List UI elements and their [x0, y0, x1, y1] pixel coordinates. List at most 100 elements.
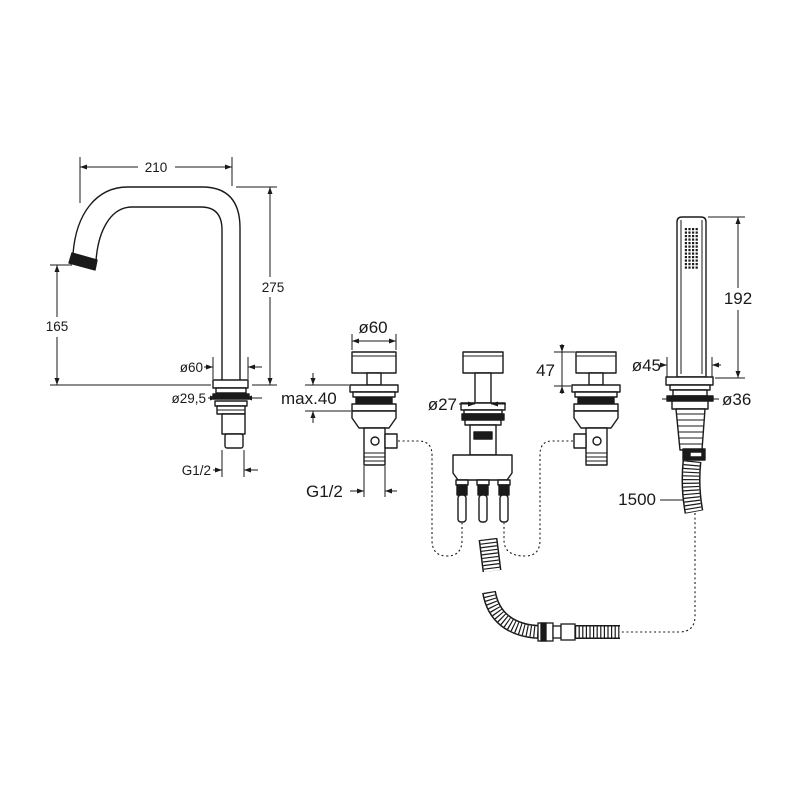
left-valve-washer	[355, 397, 393, 404]
dimension-arrow	[712, 362, 719, 368]
spray-nozzle	[695, 259, 698, 262]
spray-nozzle	[684, 249, 687, 252]
valve-handle-diameter-label: ø60	[358, 318, 387, 337]
valve-thread-label: G1/2	[306, 482, 343, 501]
spout-shank-end	[224, 433, 244, 449]
spray-nozzle	[688, 263, 691, 266]
shower-hose-continuation	[621, 513, 696, 633]
left-valve-flange	[349, 384, 399, 393]
spray-nozzle	[695, 245, 698, 248]
dimension-arrow	[735, 217, 741, 224]
left-valve-stem	[366, 372, 382, 386]
spout-thread-label: G1/2	[182, 463, 211, 478]
hand-shower-dimensions: 192 ø45 ø36 1500	[618, 216, 752, 509]
right-valve-dimensions: 47	[536, 344, 575, 394]
spray-nozzle	[695, 242, 698, 245]
dimension-arrow	[660, 362, 667, 368]
dimension-arrow	[267, 378, 273, 385]
shower-hose-hatch	[682, 460, 702, 514]
spray-nozzle	[692, 266, 695, 269]
spout-flange-diameter-label: ø60	[180, 360, 203, 375]
spray-nozzle	[684, 266, 687, 269]
spray-nozzle	[695, 228, 698, 231]
dimension-arrow	[310, 378, 316, 385]
hose-ring	[552, 625, 562, 639]
diverter-handle	[462, 351, 504, 374]
spray-nozzle	[684, 256, 687, 259]
spray-nozzle	[684, 238, 687, 241]
diverter-outlet-tube	[478, 494, 488, 523]
dimension-arrow	[468, 401, 475, 407]
diverter-outlet-collar	[497, 479, 511, 486]
hand-shower-length-label: 192	[724, 289, 752, 308]
spray-nozzle	[692, 245, 695, 248]
diverter-dimensions: ø27	[428, 395, 506, 414]
dimension-arrow	[385, 488, 392, 494]
hose-fitting-fill	[480, 538, 500, 572]
left-valve-ring	[352, 391, 396, 398]
right-valve	[571, 351, 621, 466]
spray-nozzle	[688, 249, 691, 252]
dimension-arrow	[54, 265, 60, 272]
left-valve-nut	[351, 403, 397, 412]
dimension-arrow	[669, 396, 676, 402]
spray-nozzle	[692, 235, 695, 238]
spray-nozzle	[684, 245, 687, 248]
right-valve-body	[573, 410, 619, 429]
right-valve-ring	[574, 391, 618, 398]
dimension-arrow	[245, 395, 252, 401]
hose-nut	[560, 623, 576, 641]
deck-thickness-label: max.40	[281, 389, 337, 408]
left-valve	[349, 351, 399, 466]
spray-nozzle	[688, 245, 691, 248]
spray-nozzle	[695, 235, 698, 238]
left-valve-body	[351, 410, 397, 429]
spout-outlet	[68, 252, 98, 271]
connecting-hose	[478, 537, 620, 642]
diverter-outlet-thread	[456, 484, 468, 496]
spout-lock-nut	[214, 400, 248, 407]
spray-nozzle	[688, 231, 691, 234]
dimension-arrow	[210, 395, 217, 401]
spout-pipe-outer	[72, 186, 241, 380]
dimension-arrow	[248, 364, 255, 370]
dimension-arrow	[352, 338, 359, 344]
right-valve-outlet-port	[592, 436, 602, 446]
diverter-stem	[474, 372, 492, 404]
right-valve-shank	[585, 427, 608, 466]
dimension-arrow	[267, 187, 273, 194]
spray-nozzle	[695, 249, 698, 252]
spout-shank	[221, 413, 246, 435]
hand-shower-handle	[676, 216, 707, 378]
diverter-outlet-collar	[455, 479, 469, 486]
spout-height-label: 275	[262, 280, 285, 295]
dimension-arrow	[491, 401, 498, 407]
left-valve-outlet	[384, 433, 398, 449]
left-supply-hose	[398, 440, 463, 557]
spray-nozzle	[688, 238, 691, 241]
dimension-arrow	[80, 164, 87, 170]
supply-hoses	[398, 440, 696, 633]
spray-nozzle	[692, 238, 695, 241]
spout-shank-diameter-label: ø29,5	[171, 391, 206, 406]
dimension-arrow	[559, 345, 565, 352]
spray-nozzle	[684, 235, 687, 238]
dimension-arrow	[54, 378, 60, 385]
spray-nozzle	[692, 242, 695, 245]
spout-washer	[212, 393, 250, 400]
dimension-arrow	[389, 338, 396, 344]
left-valve-dimensions: ø60 max.40 G1/2	[281, 318, 397, 501]
diverter-shank-band	[473, 431, 493, 440]
valve-handle-height-label: 47	[536, 361, 555, 380]
spray-nozzle	[684, 259, 687, 262]
left-valve-outlet-port	[370, 436, 380, 446]
spout-flange-ring	[215, 387, 247, 394]
diverter-outlet-collar	[476, 479, 490, 486]
spray-face-icon	[684, 228, 698, 269]
spray-nozzle	[688, 256, 691, 259]
spray-nozzle	[695, 263, 698, 266]
spout	[68, 186, 250, 449]
spray-nozzle	[692, 259, 695, 262]
dimension-arrow	[704, 396, 711, 402]
